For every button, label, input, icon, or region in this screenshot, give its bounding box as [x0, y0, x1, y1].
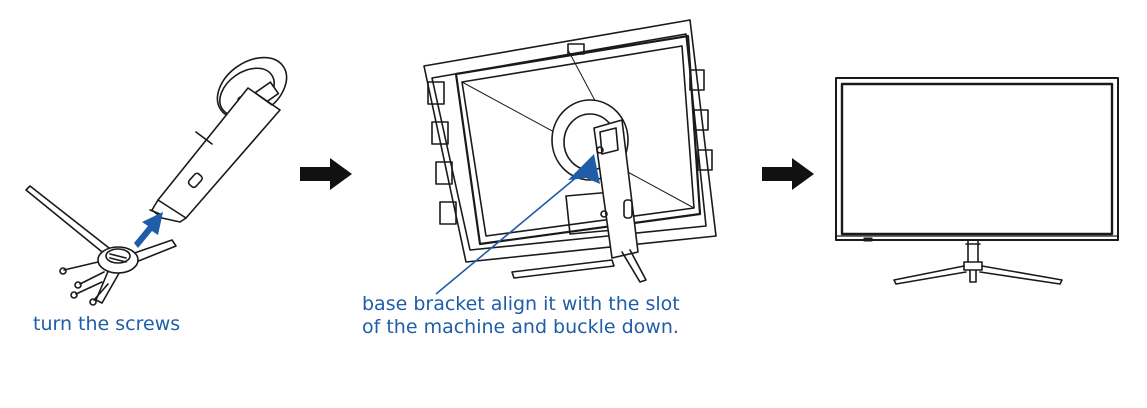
- step2-illustration: [423, 19, 717, 283]
- stand-base: [25, 185, 177, 304]
- stand-neck: [593, 119, 639, 259]
- monitor-bezel: [835, 77, 1119, 241]
- step2-caption-line-2: of the machine and buckle down.: [362, 316, 679, 338]
- step1-illustration: [25, 56, 288, 306]
- step1-caption-line: turn the screws: [33, 313, 181, 335]
- screws: [59, 261, 109, 306]
- step3-illustration: [835, 77, 1119, 285]
- step2-caption-line-1: base bracket align it with the slot: [362, 293, 680, 315]
- step1-caption: turn the screws: [33, 313, 180, 336]
- align-arrow-icon: [568, 154, 600, 184]
- insert-arrow-icon: [134, 212, 163, 248]
- right-arrow-icon: [300, 158, 352, 190]
- side-bumps: [427, 43, 713, 225]
- pointer-line: [435, 175, 579, 295]
- monitor-stand: [893, 239, 1063, 285]
- monitor-screen: [840, 82, 1114, 236]
- stand-neck: [149, 87, 281, 223]
- step2-caption: base bracket align it with the slot of t…: [362, 293, 680, 339]
- right-arrow-icon: [762, 158, 814, 190]
